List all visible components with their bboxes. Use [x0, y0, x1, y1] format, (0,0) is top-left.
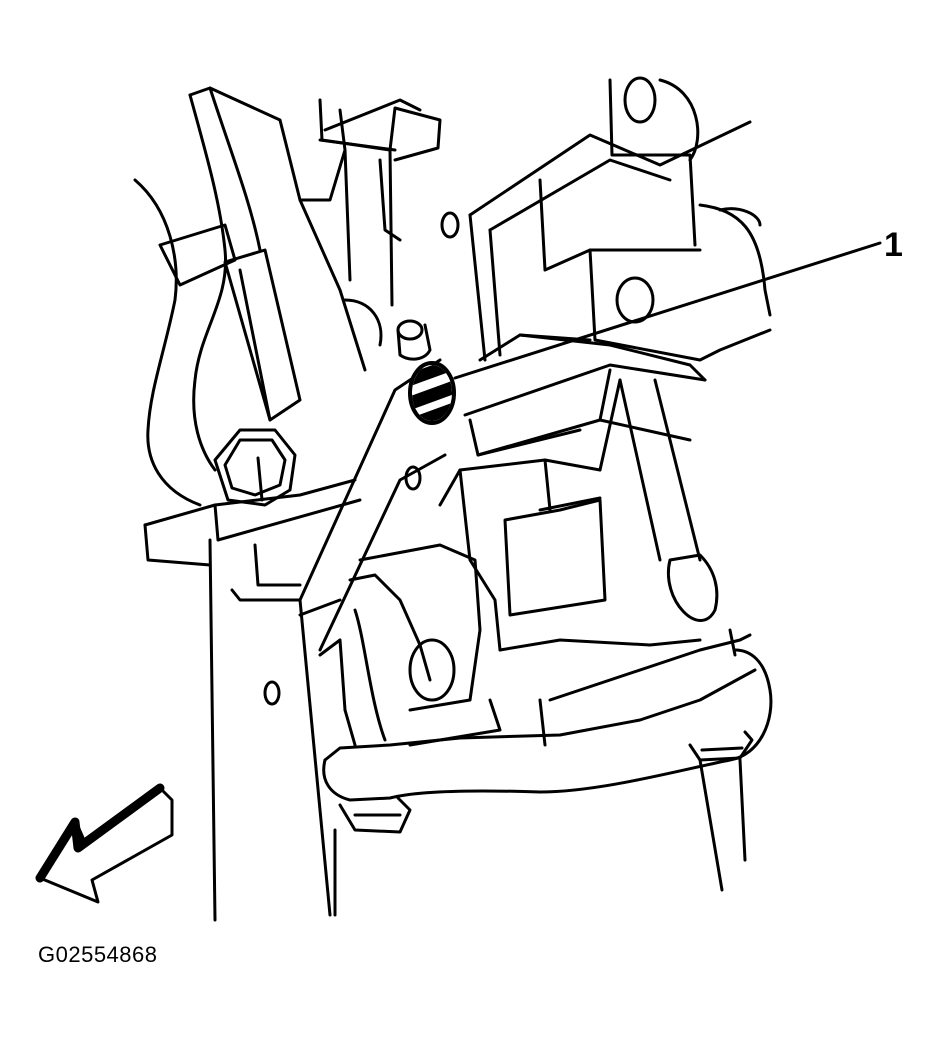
cross-arm	[465, 365, 705, 455]
upper-support-bracket	[210, 88, 440, 370]
lower-column-legs	[335, 760, 745, 915]
clamp-nut-right	[690, 732, 752, 760]
mounting-bolt	[145, 430, 360, 565]
pedal-arm	[135, 88, 300, 505]
lower-yoke	[440, 380, 717, 650]
callout-number-1: 1	[884, 226, 903, 264]
forward-arrow-icon	[40, 788, 172, 902]
right-column-assembly	[470, 78, 770, 380]
locating-pin	[398, 321, 430, 359]
pivot-bore	[410, 640, 454, 700]
mount-hole-lower-left	[265, 682, 279, 704]
hatched-plug-item-1	[405, 355, 460, 434]
mount-hole-top-right	[625, 78, 655, 122]
mount-hole-center	[406, 467, 420, 489]
callout-leader-line	[455, 243, 880, 378]
figure-id-label: G02554868	[38, 942, 158, 967]
clamp-nut-left	[340, 798, 410, 832]
clamp-bar	[324, 630, 771, 800]
central-plate	[300, 213, 458, 650]
left-column-housing	[210, 540, 330, 920]
mount-hole-upper-center	[442, 213, 458, 237]
pivot-hub	[320, 545, 500, 745]
shaft-bore	[617, 278, 653, 322]
